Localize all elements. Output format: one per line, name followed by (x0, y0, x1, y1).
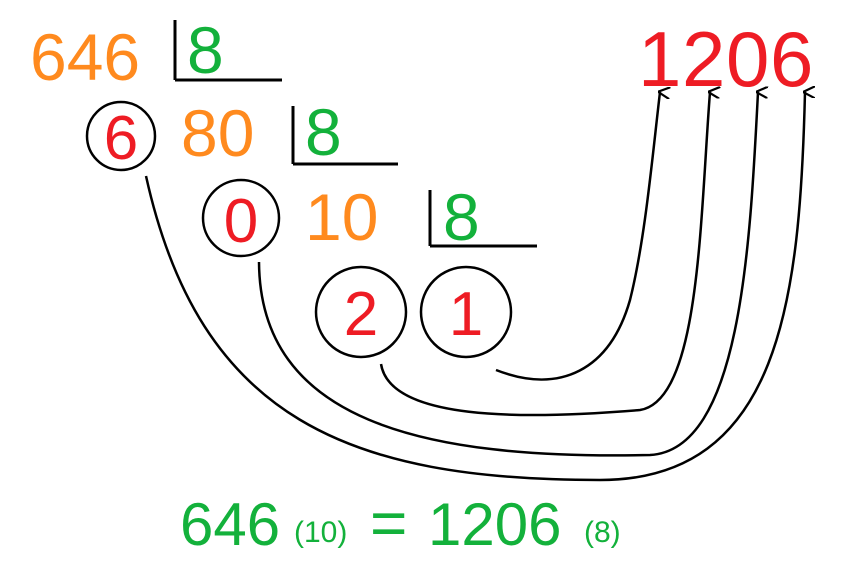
quotient-1: 1 (449, 280, 483, 349)
remainder-0: 0 (224, 187, 258, 256)
remainder-2: 2 (344, 280, 378, 349)
arrow-quotient-to-digit-1 (495, 92, 660, 381)
result-digit-0: 0 (726, 15, 769, 103)
divisor-8-step2: 8 (305, 95, 342, 169)
equation-left-base: (10) (294, 516, 347, 549)
divisor-8-step1: 8 (187, 13, 224, 87)
equation-right-value: 1206 (428, 491, 561, 558)
arrow-remainder-6-to-digit-6 (144, 92, 805, 482)
remainder-circle-6 (85, 100, 157, 172)
dividend-10: 10 (305, 180, 378, 254)
dividend-646: 646 (30, 20, 140, 94)
equation-right-base: (8) (584, 516, 621, 549)
quotient-circle-1 (419, 265, 513, 359)
result-digit-2: 2 (682, 15, 725, 103)
result-1206: 1 2 0 6 (638, 15, 813, 103)
divisor-8-step3: 8 (443, 180, 480, 254)
remainder-circle-2 (314, 265, 408, 359)
conversion-equation: 646 (10) = 1206 (8) (180, 487, 621, 559)
remainder-circle-0 (201, 178, 281, 258)
dividend-80: 80 (181, 96, 254, 170)
arrow-remainder-2-to-digit-2 (379, 92, 710, 417)
result-digit-6: 6 (770, 15, 813, 103)
equation-equals-sign: = (370, 487, 407, 559)
equation-left-value: 646 (180, 491, 280, 558)
remainder-6: 6 (104, 104, 138, 173)
result-digit-1: 1 (638, 15, 681, 103)
arrow-remainder-0-to-digit-0 (257, 92, 758, 457)
